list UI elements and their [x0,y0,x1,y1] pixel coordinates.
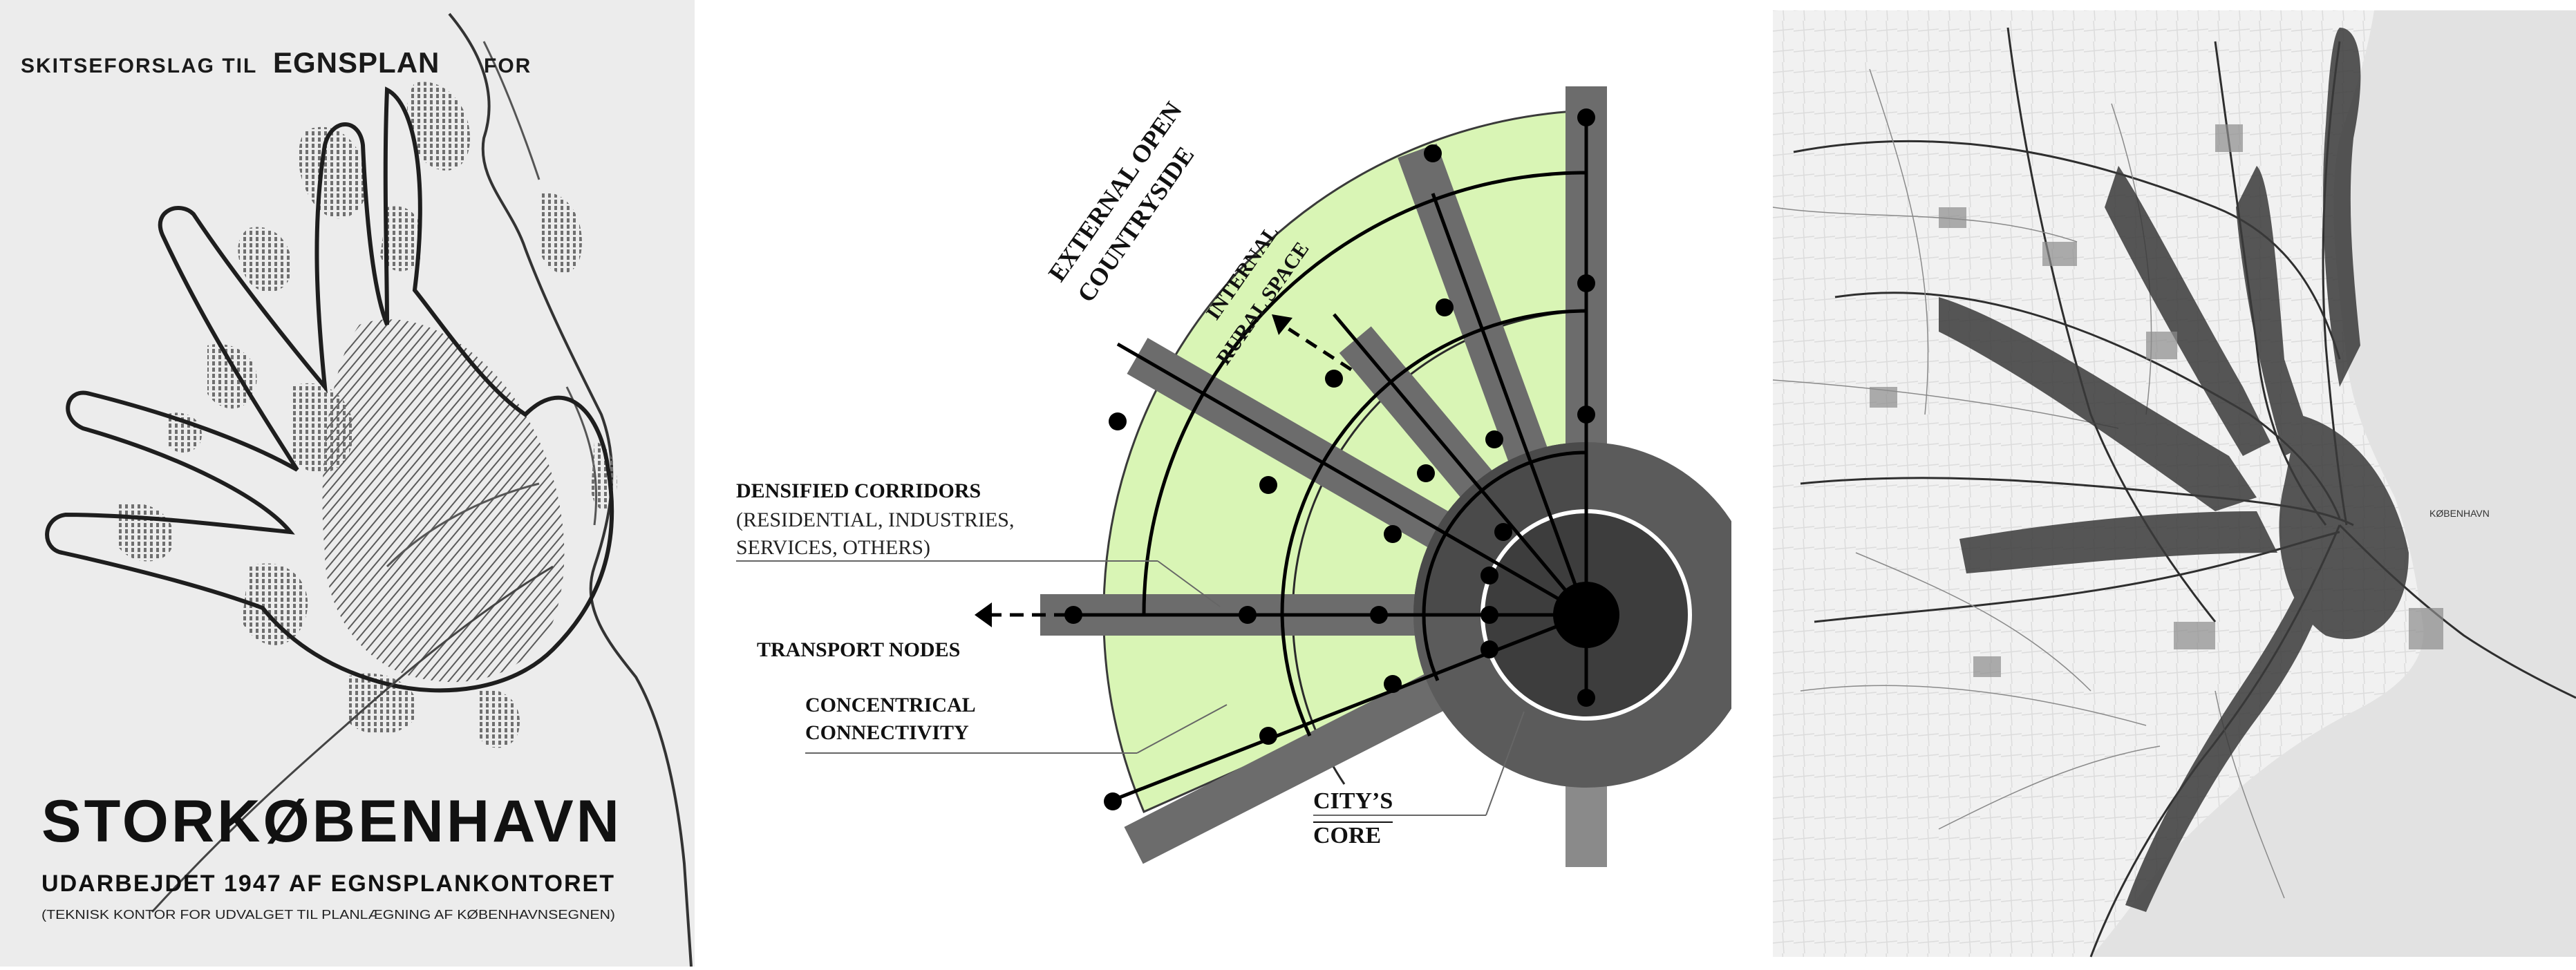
railway-line [151,565,554,913]
poster-title: STORKØBENHAVN [41,788,622,855]
poster-subtitle: UDARBEJDET 1947 AF EGNSPLANKONTORET [41,871,615,897]
label-transport-nodes: TRANSPORT NODES [757,638,960,661]
poster-note: (TEKNISK KONTOR FOR UDVALGET TIL PLANLÆG… [41,908,615,922]
poster-header-suffix: FOR [484,55,532,77]
leader-lines [736,560,1525,816]
label-core-1: CITY’S [1313,788,1393,814]
label-concentrical-2: CONNECTIVITY [805,721,969,744]
label-core-2: CORE [1313,823,1381,848]
finger-plan-outline [45,86,614,693]
diagram-artwork: EXTERNAL OPEN COUNTRYSIDE INTERNAL RURAL… [736,86,1759,867]
urban-patches [117,82,617,748]
finger-plan-poster: SKITSEFORSLAG TIL EGNSPLAN FOR STORKØBEN… [0,0,695,967]
poster-header-prefix: SKITSEFORSLAG TIL [21,55,257,77]
transport-nodes-markers [1064,108,1595,810]
label-densified-title: DENSIFIED CORRIDORS [736,479,981,502]
label-concentrical-1: CONCENTRICAL [805,694,976,716]
label-densified-1: (RESIDENTIAL, INDUSTRIES, [736,508,1014,531]
map-city-label: KØBENHAVN [2429,508,2490,519]
sea-area [2091,10,2576,957]
arrow-up-icon [1272,314,1292,335]
transport-lines [1078,117,1588,803]
city-hatched-area [322,319,565,683]
label-densified-2: SERVICES, OTHERS) [736,536,930,559]
road-line [386,482,540,568]
map-artwork: KØBENHAVN [1772,10,2576,958]
suburban-patches [1870,124,2443,677]
growth-arrows [975,314,1353,627]
arrow-left-icon [975,602,992,627]
poster-artwork: SKITSEFORSLAG TIL EGNSPLAN FOR STORKØBEN… [0,0,695,967]
coastline [448,12,693,967]
urban-fingers [1939,28,2409,912]
poster-header-plan: EGNSPLAN [273,46,440,79]
copenhagen-region-map: KØBENHAVN [1731,0,2576,967]
finger-plan-diagram: EXTERNAL OPEN COUNTRYSIDE INTERNAL RURAL… [695,0,1759,967]
